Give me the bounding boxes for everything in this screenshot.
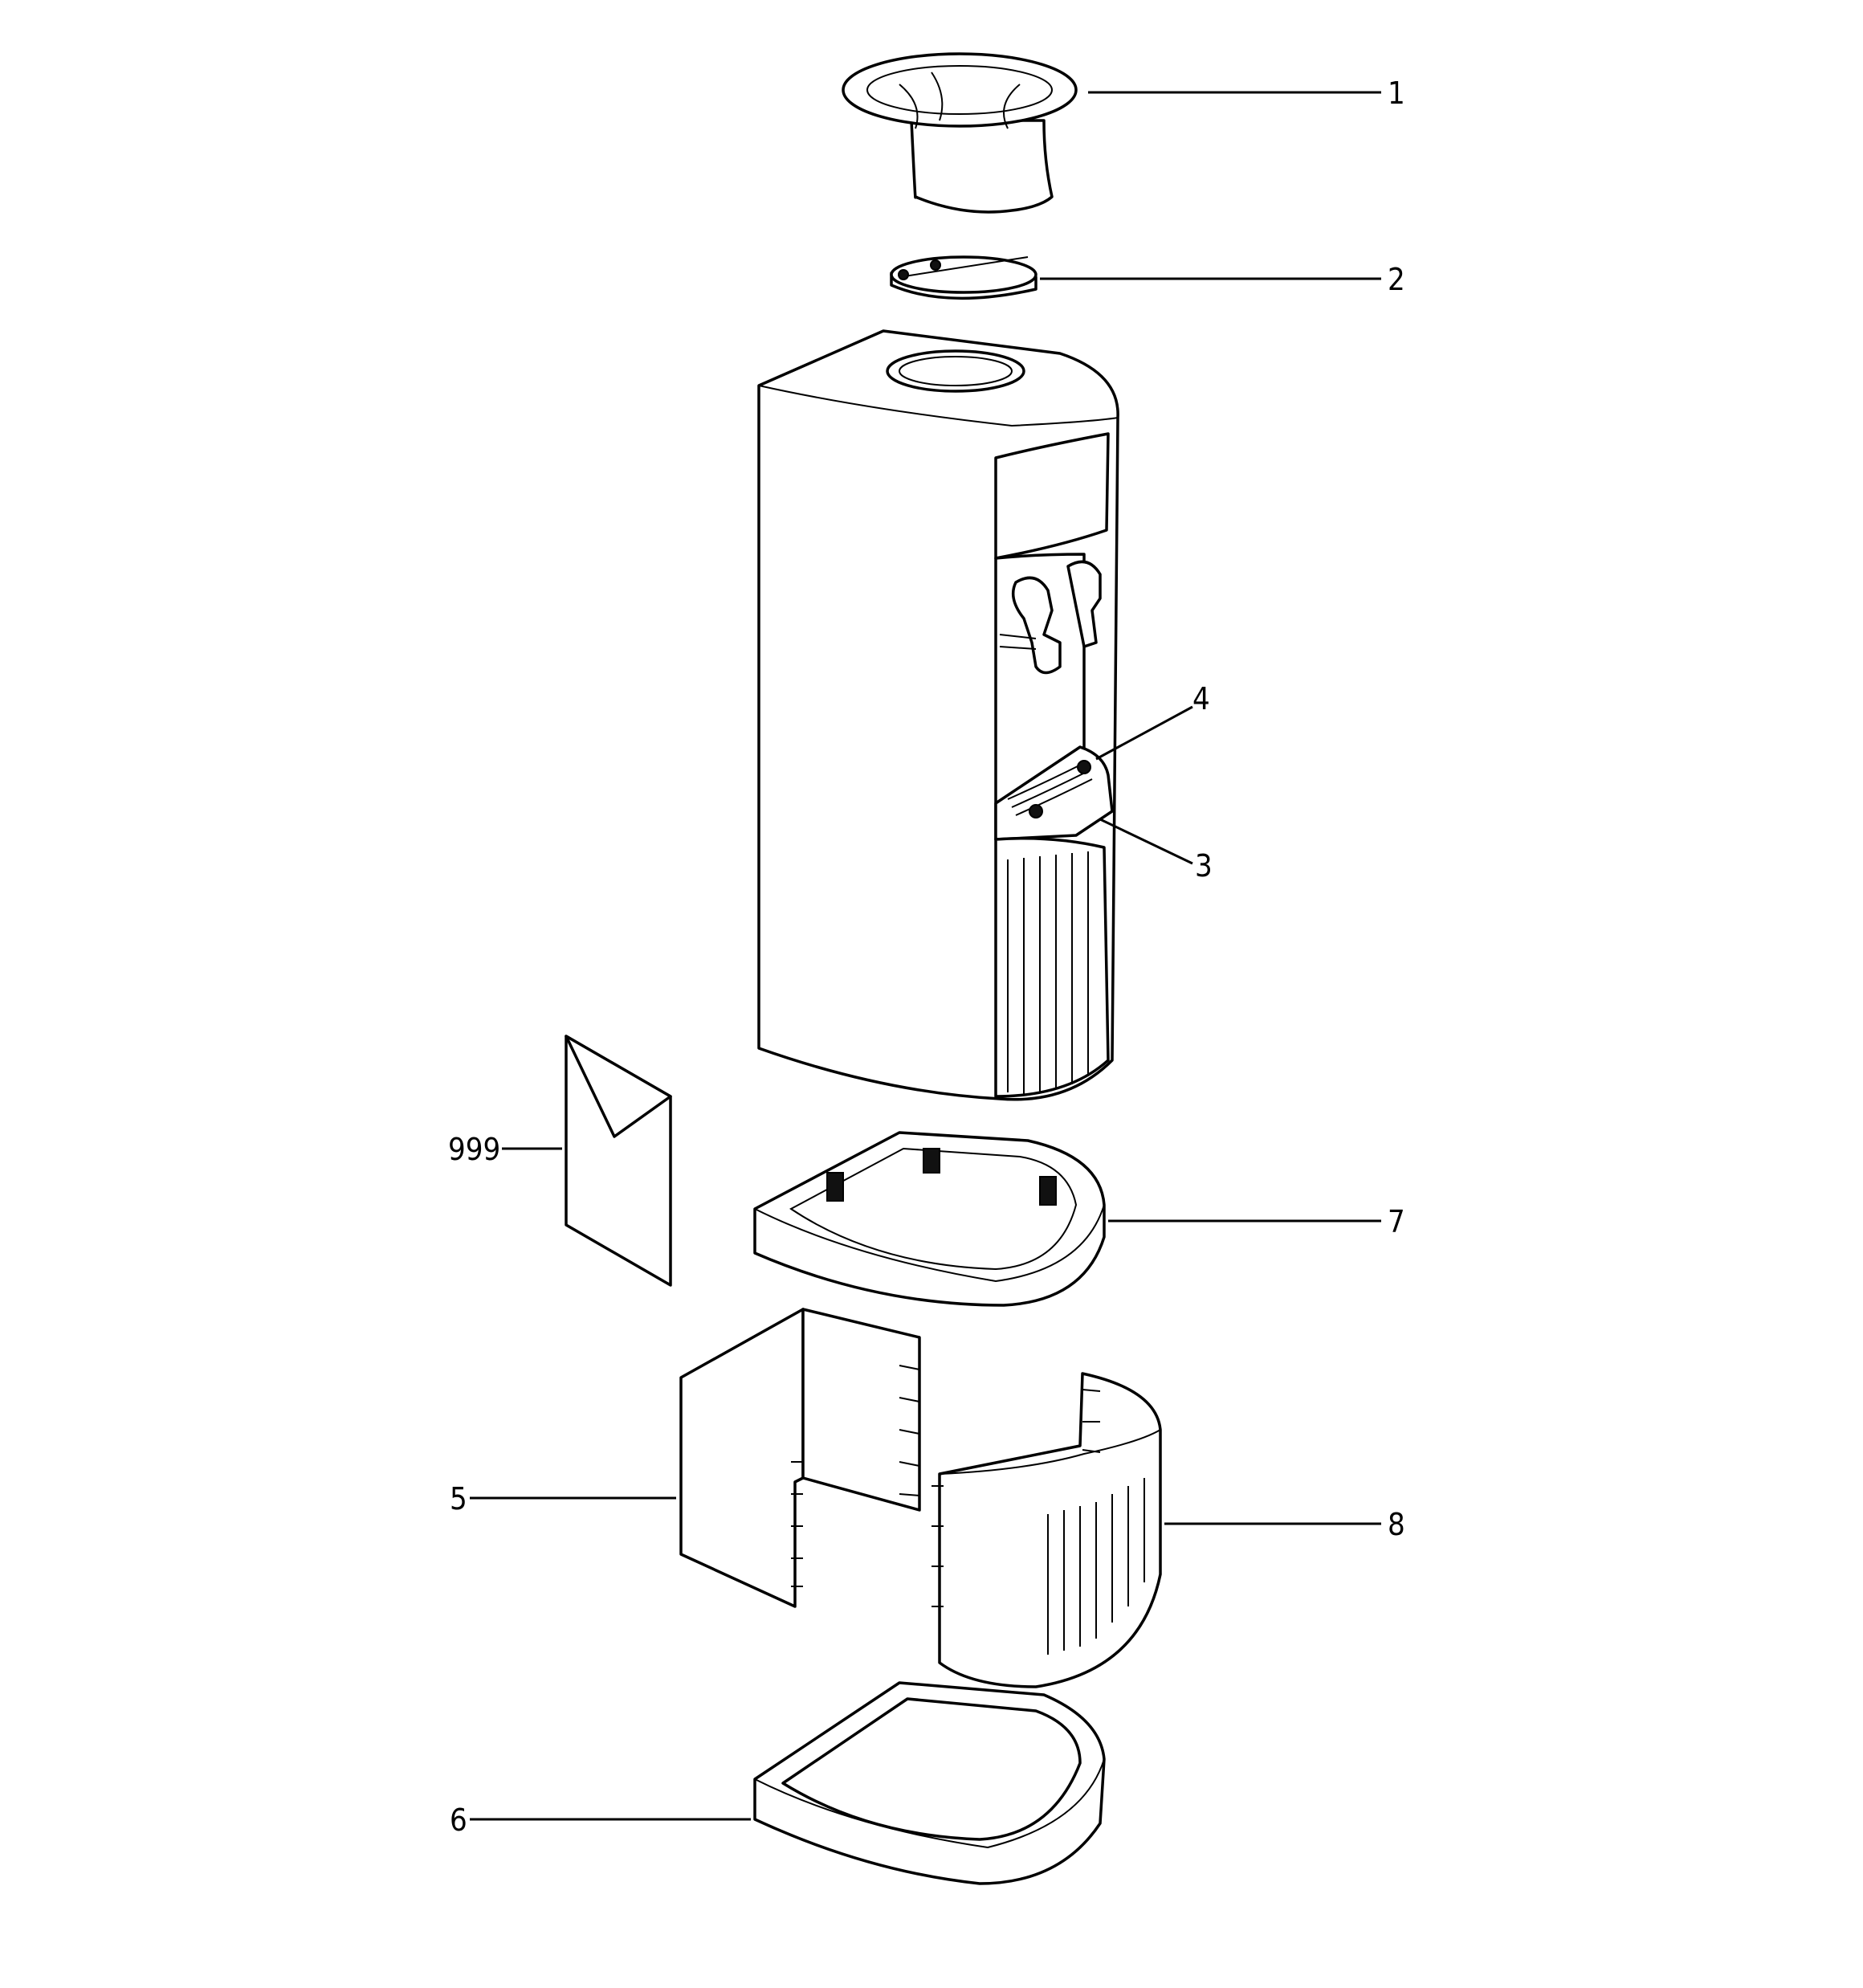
label-part-5: 5 — [450, 1481, 467, 1517]
part-6-base[interactable] — [753, 1681, 1106, 1885]
part-1-funnel[interactable] — [842, 52, 1078, 214]
label-part-8: 8 — [1388, 1507, 1405, 1542]
part-999-manual[interactable] — [565, 1035, 672, 1287]
part-7-frame[interactable] — [753, 1131, 1106, 1307]
part-2-cover[interactable] — [890, 255, 1037, 300]
cabinet-body — [757, 329, 1119, 1101]
label-part-999: 999 — [448, 1132, 500, 1167]
label-part-4: 4 — [1192, 681, 1210, 716]
label-part-6: 6 — [450, 1802, 467, 1838]
label-part-2: 2 — [1388, 262, 1405, 297]
label-part-7: 7 — [1388, 1204, 1405, 1239]
leader-4 — [1095, 705, 1193, 761]
part-5-rear-panel[interactable] — [679, 1308, 921, 1608]
leader-3 — [1099, 818, 1193, 865]
label-part-3: 3 — [1195, 848, 1213, 884]
label-part-1: 1 — [1388, 76, 1405, 111]
part-8-front-panel[interactable] — [932, 1372, 1162, 1688]
